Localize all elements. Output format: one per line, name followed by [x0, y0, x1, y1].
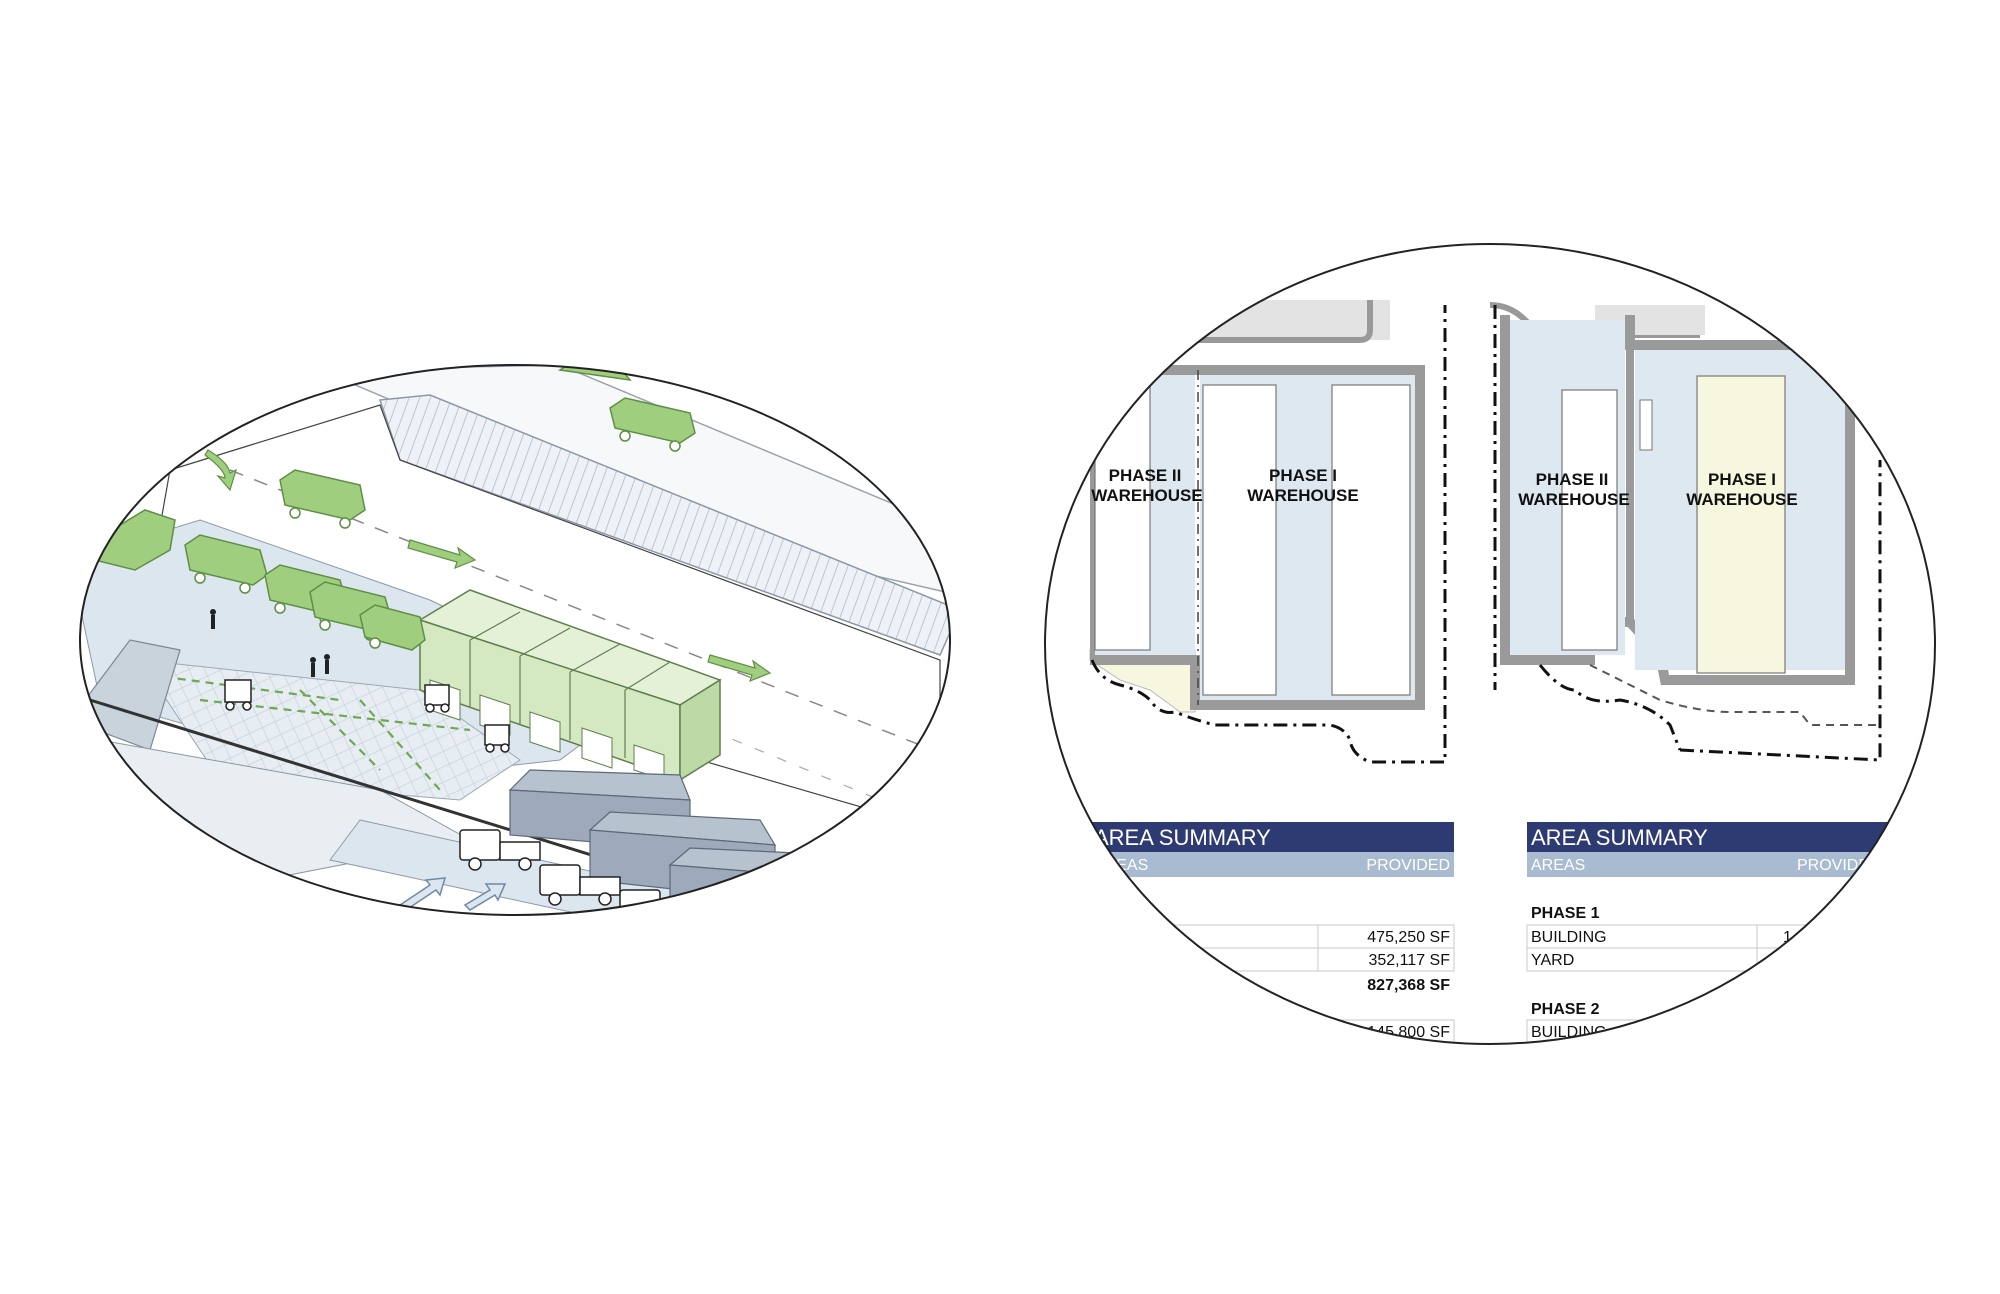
plan-right-phase2-label-line1: PHASE II — [1536, 470, 1609, 489]
summary-right-phase1-heading: PHASE 1 — [1531, 905, 1600, 922]
summary-left-title: AREA SUMMARY — [1094, 825, 1271, 850]
summary-right-col-areas: AREAS — [1531, 857, 1585, 874]
summary-right-yard-label: YARD — [1531, 952, 1574, 969]
summary-left-phase1-heading: HASE 1 — [1098, 905, 1156, 922]
people — [210, 609, 330, 677]
plan-right-phase1-label-line1: PHASE I — [1708, 470, 1776, 489]
summary-left-col-provided: PROVIDED — [1366, 857, 1450, 874]
plan-left-phase1-label-line2: WAREHOUSE — [1247, 486, 1358, 505]
summary-left-total-value: 827,368 SF — [1367, 977, 1450, 994]
plan-left-phase2-label-line1: PHASE II — [1109, 466, 1182, 485]
plan-left-phase1-label-line1: PHASE I — [1269, 466, 1337, 485]
forklifts — [224, 679, 510, 753]
summary-right-col-provided: PROVIDE — [1797, 857, 1869, 874]
plan-option-left: PHASE II WAREHOUSE PHASE I WAREHOUSE — [1060, 300, 1447, 764]
traffic-arrows — [204, 449, 772, 683]
summary-right-building-label: BUILDING — [1531, 929, 1607, 946]
summary-left-building-value: 475,250 SF — [1367, 929, 1450, 946]
plan-right-phase2-label-line2: WAREHOUSE — [1518, 490, 1629, 509]
summary-right-title: AREA SUMMARY — [1531, 825, 1708, 850]
summary-left-building-label: DING — [1112, 929, 1152, 946]
plan-left-phase2-label-line2: WAREHOUSE — [1091, 486, 1202, 505]
plan-option-right: PHASE II WAREHOUSE PHASE I WAREHOUSE — [1489, 302, 1882, 762]
summary-right-phase2-heading: PHASE 2 — [1531, 1001, 1600, 1018]
loading-shed — [418, 589, 722, 782]
summary-left-yard-value: 352,117 SF — [1368, 952, 1450, 969]
summary-left-col-areas: AREAS — [1094, 857, 1148, 874]
axonometric-view — [80, 365, 950, 915]
area-summary-right: AREA SUMMARY AREAS PROVIDE PHASE 1 BUILD… — [1526, 822, 1908, 1044]
plan-right-phase1-label-line2: WAREHOUSE — [1686, 490, 1797, 509]
site-plans-view: PHASE II WAREHOUSE PHASE I WAREHOUSE PHA… — [1045, 244, 1935, 1044]
